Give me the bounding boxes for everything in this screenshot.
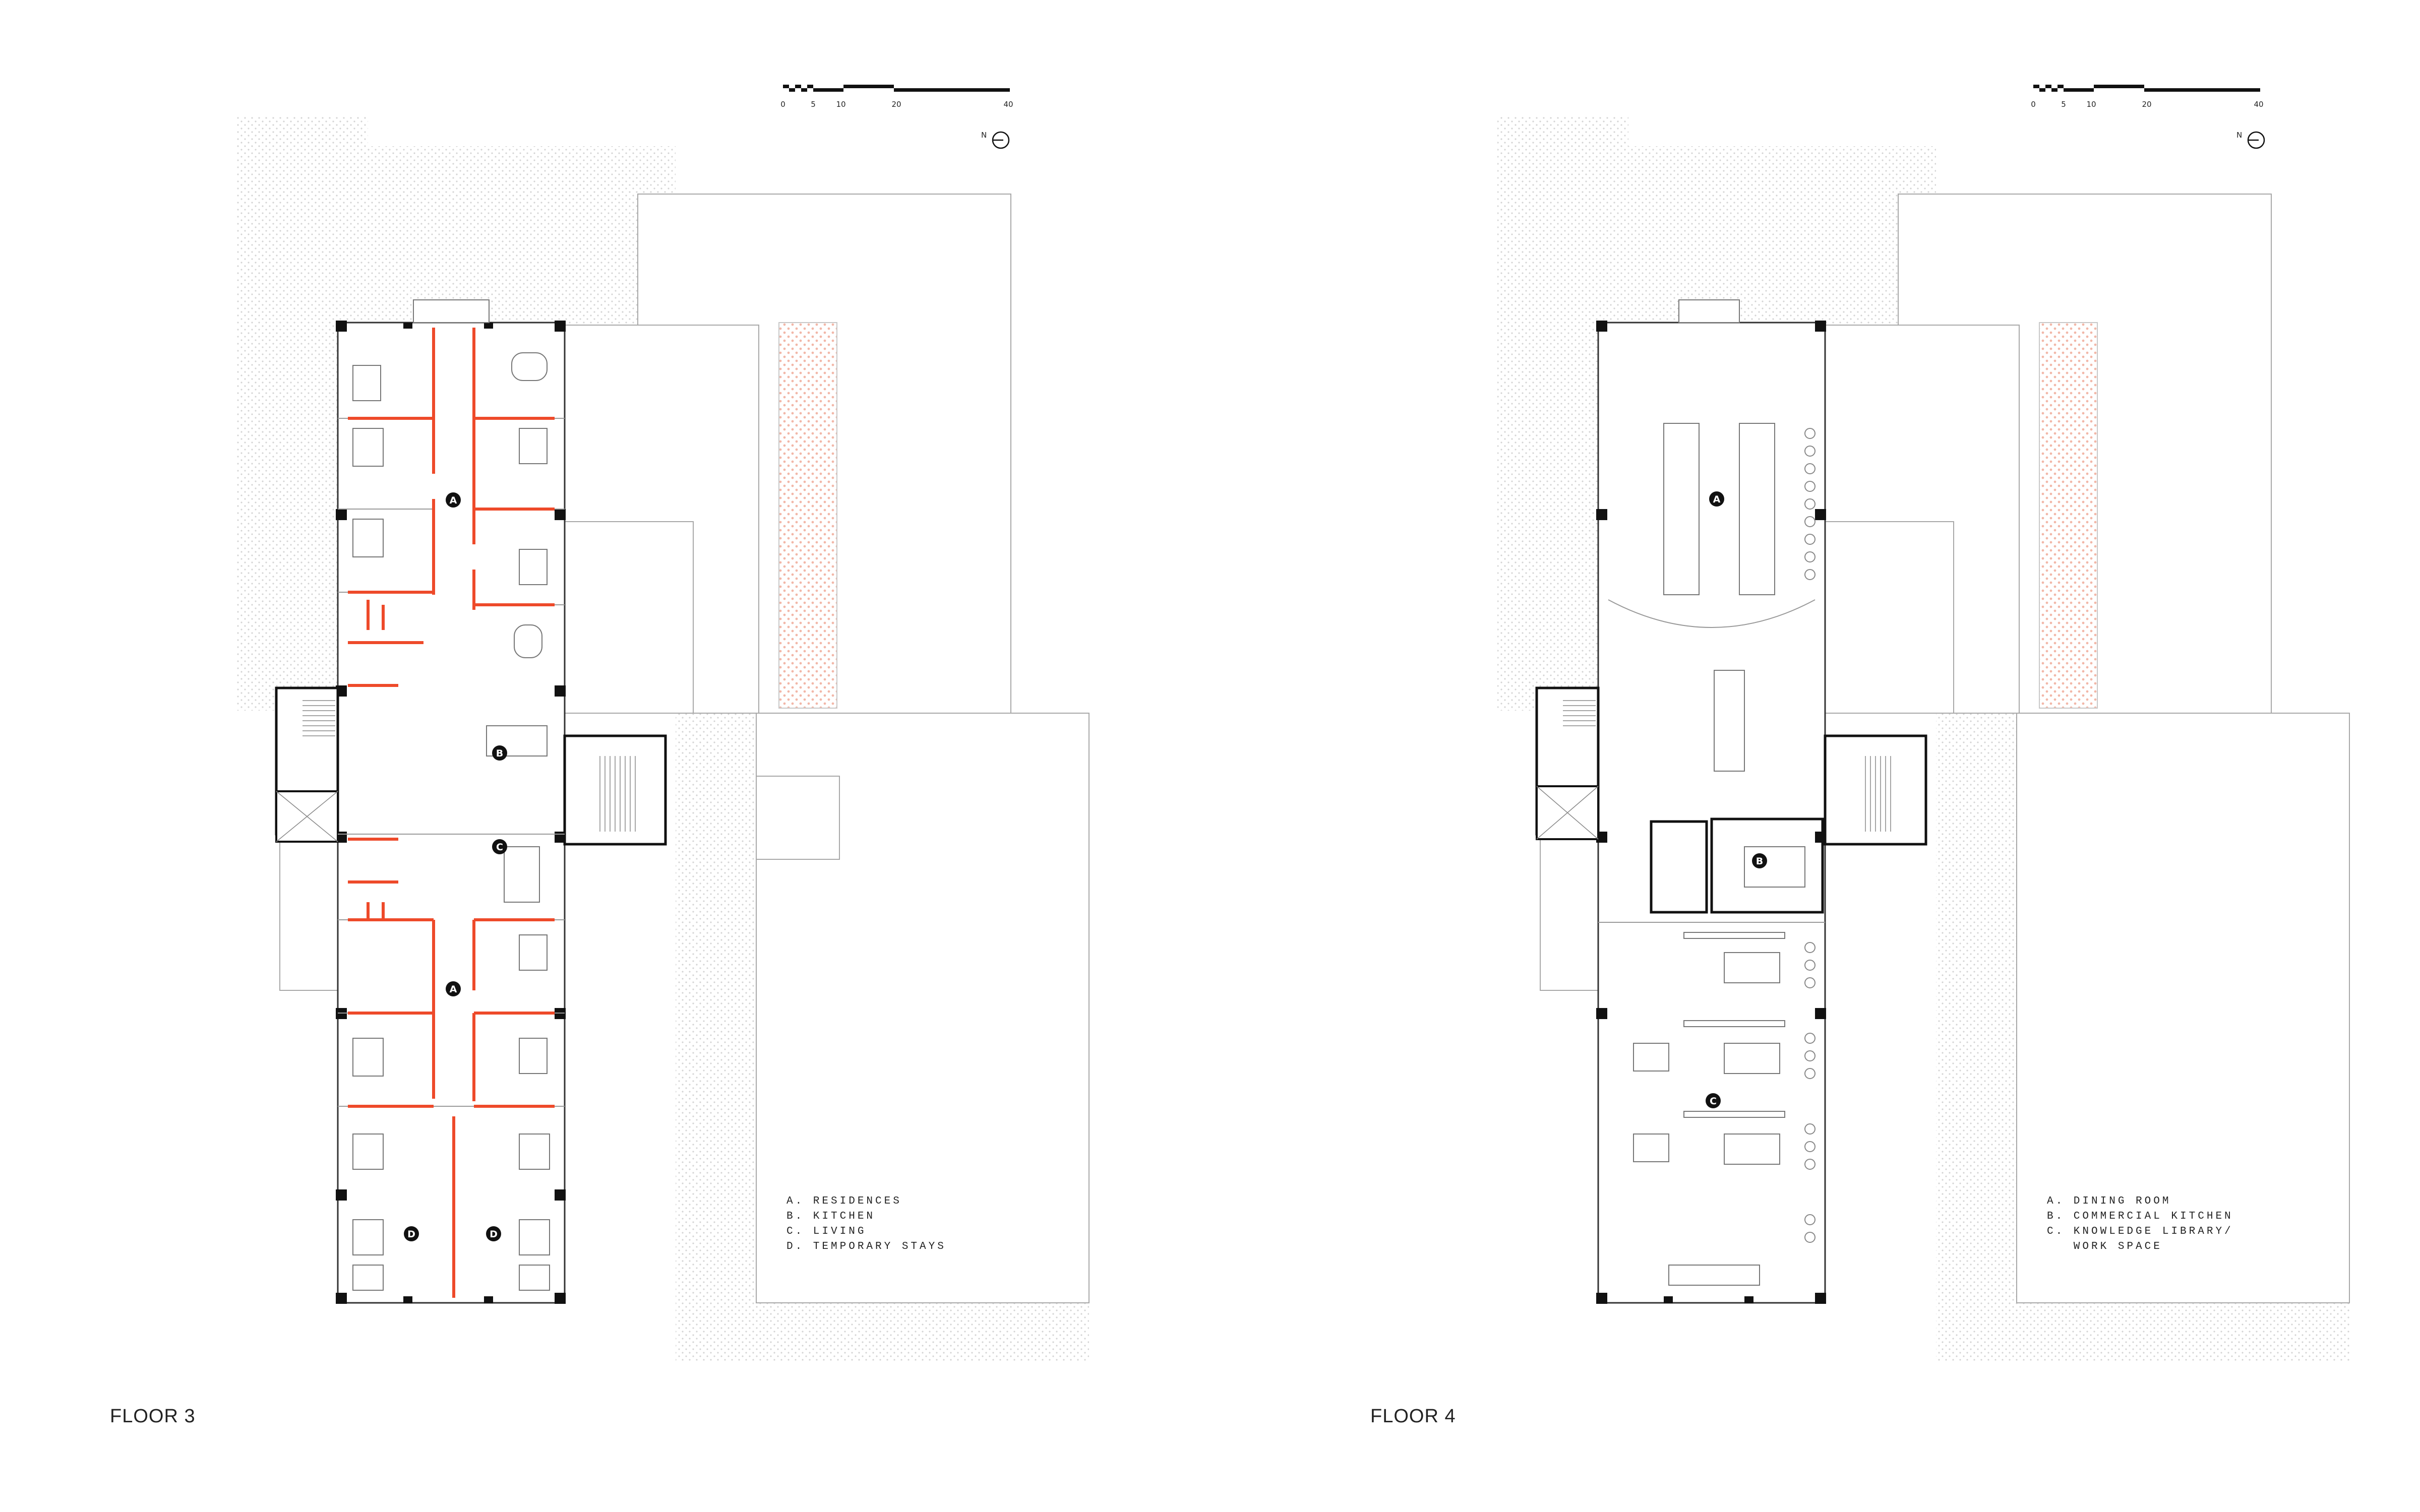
room-badge: D xyxy=(486,1226,501,1241)
svg-text:C: C xyxy=(496,842,503,853)
svg-text:A: A xyxy=(1713,494,1721,505)
svg-text:B: B xyxy=(1756,856,1763,867)
scale-tick: 20 xyxy=(2142,100,2151,109)
dining-tables xyxy=(1663,423,1775,772)
svg-text:A: A xyxy=(450,495,457,506)
room-badge: B xyxy=(492,745,507,761)
scale-tick: 0 xyxy=(780,100,785,109)
legend-item: WORK SPACE xyxy=(2047,1241,2162,1252)
stair-core-east xyxy=(563,734,667,846)
room-badge: A xyxy=(446,981,461,996)
legend: A. DINING ROOM B. COMMERCIAL KITCHEN C. … xyxy=(2047,1195,2233,1252)
scale-tick: 40 xyxy=(2254,100,2263,109)
dining-arc xyxy=(1608,599,1816,628)
svg-text:B: B xyxy=(496,748,503,759)
room-badge: A xyxy=(1709,491,1724,507)
pink-strip xyxy=(778,322,837,709)
building-footprint xyxy=(1597,322,1826,1304)
scale-bar: 0 5 10 20 40 xyxy=(2031,85,2264,109)
room-badge: B xyxy=(1752,853,1767,868)
kitchen-block xyxy=(1650,817,1824,914)
svg-text:A: A xyxy=(450,984,457,995)
room-badge: C xyxy=(492,839,507,854)
svg-text:N: N xyxy=(981,131,987,140)
room-badge: D xyxy=(404,1226,419,1241)
furniture xyxy=(352,352,550,1291)
legend-item: C. LIVING xyxy=(786,1226,866,1237)
north-arrow-icon: N xyxy=(981,131,1010,149)
red-partitions xyxy=(348,328,555,1298)
entry-canopy xyxy=(413,299,490,323)
scale-tick: 5 xyxy=(811,100,816,109)
scale-bar: 0 5 10 20 40 xyxy=(780,85,1013,109)
legend-item: C. KNOWLEDGE LIBRARY/ xyxy=(2047,1226,2233,1237)
floor-3-plan: A B C A D D 0 5 10 20 40 N A. RESIDENCES xyxy=(110,85,1090,1427)
scale-tick: 5 xyxy=(2061,100,2066,109)
legend-item: D. TEMPORARY STAYS xyxy=(786,1241,946,1252)
legend-item: A. RESIDENCES xyxy=(786,1195,902,1207)
entry-canopy xyxy=(1678,299,1740,323)
svg-text:N: N xyxy=(2236,131,2242,140)
legend: A. RESIDENCES B. KITCHEN C. LIVING D. TE… xyxy=(786,1195,946,1252)
north-arrow-icon: N xyxy=(2236,131,2265,149)
legend-item: B. COMMERCIAL KITCHEN xyxy=(2047,1211,2233,1222)
room-badge: C xyxy=(1706,1093,1721,1108)
floor-title: FLOOR 3 xyxy=(110,1406,196,1427)
stair-core-west xyxy=(275,686,339,843)
floor-title: FLOOR 4 xyxy=(1370,1406,1456,1427)
scale-tick: 40 xyxy=(1003,100,1013,109)
room-badge: A xyxy=(446,492,461,508)
legend-item: B. KITCHEN xyxy=(786,1211,875,1222)
pink-strip xyxy=(2039,322,2098,709)
planters xyxy=(1804,428,1816,1243)
legend-item: A. DINING ROOM xyxy=(2047,1195,2171,1207)
stair-core-east xyxy=(1824,734,1927,846)
kitchen-island xyxy=(1744,846,1805,888)
floor-4-plan: A B C 0 5 10 20 40 N A. DINING ROOM B. C… xyxy=(1370,85,2350,1427)
svg-text:C: C xyxy=(1710,1096,1717,1107)
work-tables xyxy=(1633,932,1785,1286)
scale-tick: 10 xyxy=(2086,100,2096,109)
svg-text:D: D xyxy=(490,1229,498,1240)
svg-text:D: D xyxy=(407,1229,415,1240)
scale-tick: 10 xyxy=(836,100,845,109)
scale-tick: 0 xyxy=(2031,100,2036,109)
stair-core-west xyxy=(1535,686,1600,840)
scale-tick: 20 xyxy=(891,100,901,109)
